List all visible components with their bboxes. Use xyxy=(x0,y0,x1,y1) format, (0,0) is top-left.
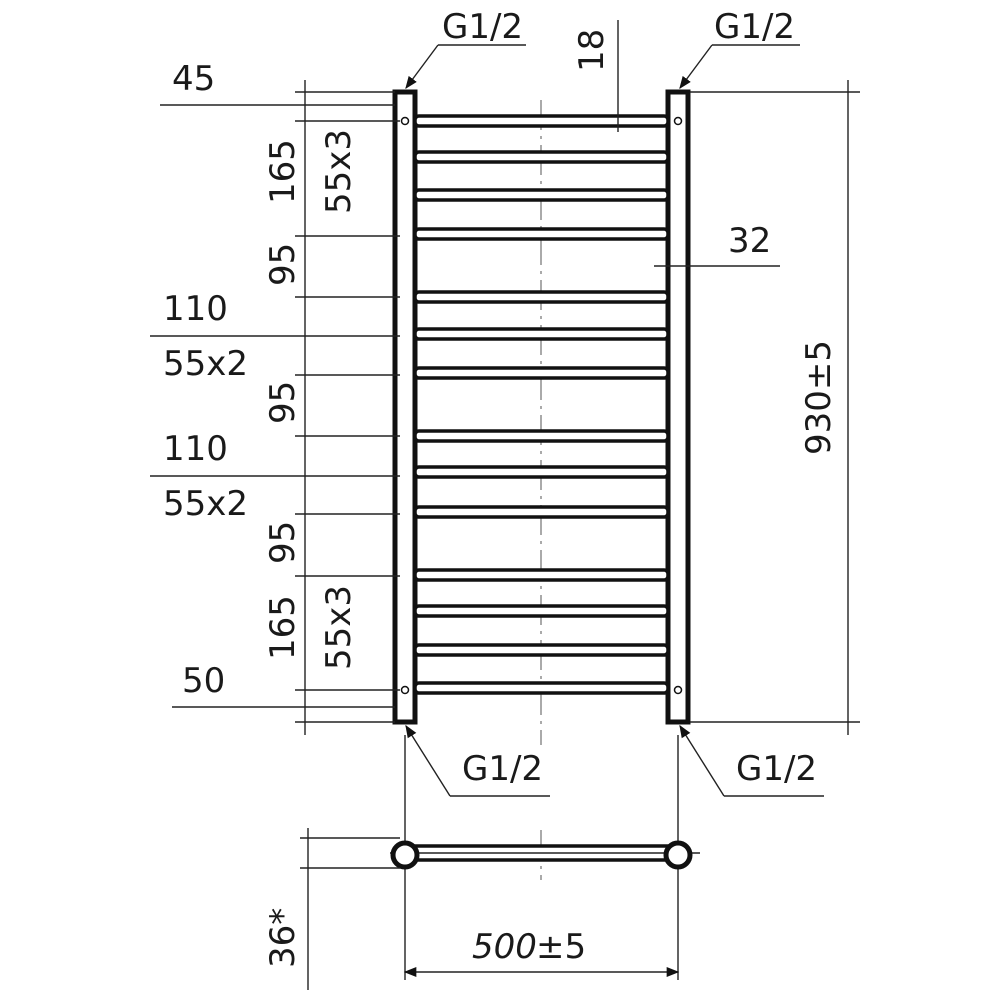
gap2-label: 95 xyxy=(263,381,303,424)
bottom-right-pipe-label: G1/2 xyxy=(736,749,817,789)
break1-label: 110 xyxy=(163,289,228,329)
height-dimension xyxy=(690,80,860,735)
bottom-left-pipe-label: G1/2 xyxy=(462,749,543,789)
rail-bar xyxy=(413,429,670,443)
group2-pitch-label: 55x2 xyxy=(163,344,248,384)
gap1-label: 95 xyxy=(263,243,303,286)
rail-bar xyxy=(413,227,670,241)
break2-label: 110 xyxy=(163,429,228,469)
bottom-offset-label: 50 xyxy=(182,661,225,701)
rail-bar xyxy=(413,290,670,304)
rail-bar xyxy=(413,150,670,164)
top-offset-label: 45 xyxy=(172,59,215,99)
depth-label: 36* xyxy=(263,908,303,968)
rail-bar xyxy=(413,366,670,380)
rail-bar xyxy=(413,465,670,479)
rail-bar xyxy=(413,505,670,519)
group4-pitch-label: 55x3 xyxy=(319,585,359,670)
rail-bar xyxy=(413,643,670,657)
group4-span-label: 165 xyxy=(263,595,303,660)
right-post xyxy=(665,89,691,725)
rail-bar xyxy=(413,681,670,695)
group1-span-label: 165 xyxy=(263,139,303,204)
post-diameter-label: 32 xyxy=(728,221,771,261)
top-right-pipe-label: G1/2 xyxy=(714,7,795,47)
group3-pitch-label: 55x2 xyxy=(163,484,248,524)
total-height-label: 930±5 xyxy=(799,340,839,455)
width-tolerance-label: ±5 xyxy=(536,927,586,967)
left-dimension-chain xyxy=(150,80,400,735)
top-view xyxy=(300,735,700,990)
bottom-leaders xyxy=(405,724,824,797)
left-post xyxy=(392,89,418,725)
rail-bar xyxy=(413,114,670,128)
rail-bar xyxy=(413,188,670,202)
group1-pitch-label: 55x3 xyxy=(319,129,359,214)
rails-group xyxy=(413,114,670,695)
rail-bar xyxy=(413,568,670,582)
width-value-label: 500 xyxy=(472,927,537,967)
pipe-ports xyxy=(400,116,683,695)
gap3-label: 95 xyxy=(263,521,303,564)
top-leaders xyxy=(405,44,800,90)
rail-bar xyxy=(413,604,670,618)
top-left-pipe-label: G1/2 xyxy=(442,7,523,47)
rail-bar xyxy=(413,327,670,341)
bar-thickness-label: 18 xyxy=(572,29,612,72)
